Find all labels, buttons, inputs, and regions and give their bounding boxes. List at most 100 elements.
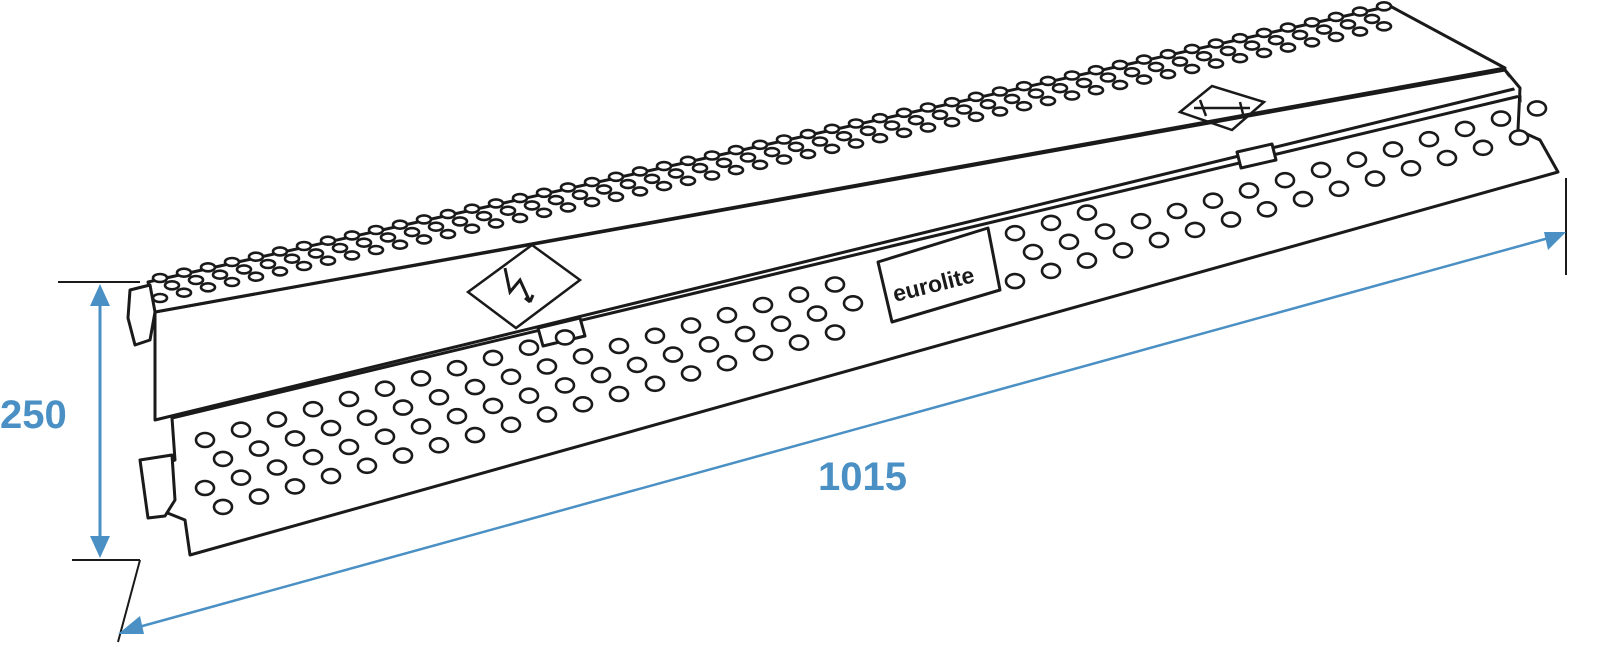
top-hole — [1147, 61, 1165, 73]
top-hole — [391, 219, 409, 230]
front-hole — [1094, 223, 1116, 240]
front-hole — [356, 409, 378, 427]
top-hole — [943, 96, 961, 108]
front-hole — [464, 378, 486, 396]
top-hole — [415, 214, 433, 225]
front-hole — [1346, 151, 1368, 168]
top-hole — [691, 162, 709, 174]
front-hole — [284, 430, 306, 447]
top-hole — [499, 205, 517, 216]
top-hole — [703, 150, 721, 161]
front-hole — [572, 395, 594, 413]
front-hole — [320, 419, 342, 437]
top-hole — [151, 292, 169, 304]
top-hole — [1243, 40, 1261, 51]
front-hole — [500, 368, 522, 386]
front-hole — [302, 448, 324, 466]
front-hole — [770, 315, 792, 333]
front-hole — [266, 411, 288, 428]
top-hole — [427, 221, 445, 232]
front-hole — [410, 418, 432, 435]
top-hole — [607, 171, 625, 183]
front-hole — [1382, 141, 1404, 158]
top-hole — [403, 226, 421, 238]
front-hole — [1472, 139, 1494, 157]
front-hole — [1454, 120, 1476, 138]
front-hole — [1004, 224, 1026, 242]
top-hole — [919, 102, 937, 113]
front-hole — [212, 450, 234, 468]
top-hole — [823, 143, 841, 155]
top-hole — [271, 246, 289, 257]
front-hole — [536, 358, 558, 375]
front-hole — [410, 370, 432, 387]
front-hole — [194, 479, 216, 497]
top-hole — [1135, 74, 1153, 85]
front-hole — [1004, 272, 1026, 290]
front-hole — [1490, 110, 1512, 127]
front-hole — [248, 488, 270, 505]
front-hole — [338, 390, 360, 408]
top-hole — [535, 187, 553, 199]
top-hole — [775, 154, 793, 165]
top-hole — [607, 191, 625, 203]
top-hole — [295, 240, 313, 252]
front-hole — [1148, 231, 1170, 249]
top-hole — [1279, 42, 1297, 53]
top-hole — [1291, 29, 1309, 41]
top-hole — [811, 136, 829, 147]
front-hole — [1292, 190, 1314, 208]
top-hole — [1135, 54, 1153, 65]
top-hole — [259, 258, 277, 270]
top-hole — [319, 235, 337, 246]
top-hole — [943, 116, 961, 128]
front-hole — [806, 305, 828, 322]
top-hole — [871, 132, 889, 144]
top-hole — [763, 146, 781, 158]
front-hole — [1202, 192, 1224, 209]
height-arrow-bottom — [90, 536, 110, 558]
front-hole — [626, 356, 648, 374]
length-arrow-left — [118, 616, 144, 634]
top-hole — [487, 198, 505, 209]
front-hole — [284, 478, 306, 495]
front-hole — [194, 431, 216, 449]
top-hole — [187, 274, 205, 286]
top-hole — [1159, 68, 1177, 80]
top-hole — [703, 170, 721, 181]
front-hole — [1112, 242, 1134, 259]
front-hole — [1076, 204, 1098, 221]
front-hole — [824, 276, 846, 293]
front-face-holes — [194, 100, 1548, 516]
top-hole — [1063, 90, 1081, 101]
top-hole — [367, 224, 385, 236]
left-connector-top — [126, 283, 157, 347]
front-hole — [1076, 252, 1098, 269]
top-hole — [523, 200, 541, 211]
top-hole — [655, 160, 673, 172]
top-hole — [583, 176, 601, 188]
top-hole — [751, 139, 769, 151]
top-hole — [1219, 45, 1237, 57]
top-hole — [1111, 59, 1129, 71]
top-hole — [1195, 50, 1213, 62]
top-hole — [1327, 11, 1345, 23]
front-hole — [1058, 233, 1080, 251]
front-hole — [716, 306, 738, 324]
front-hole — [230, 421, 252, 439]
front-hole — [1526, 100, 1548, 117]
top-hole — [895, 107, 913, 119]
top-hole — [331, 242, 349, 254]
top-hole — [1111, 79, 1129, 91]
top-hole — [487, 218, 505, 229]
front-hole — [1310, 161, 1332, 179]
top-hole — [1159, 48, 1177, 60]
top-hole — [583, 196, 601, 208]
top-hole — [1255, 47, 1273, 59]
front-hole — [302, 400, 324, 418]
top-hole — [1087, 84, 1105, 96]
top-hole — [1375, 20, 1393, 32]
front-hole — [842, 294, 864, 312]
front-hole — [1508, 129, 1530, 146]
front-hole — [446, 407, 468, 425]
